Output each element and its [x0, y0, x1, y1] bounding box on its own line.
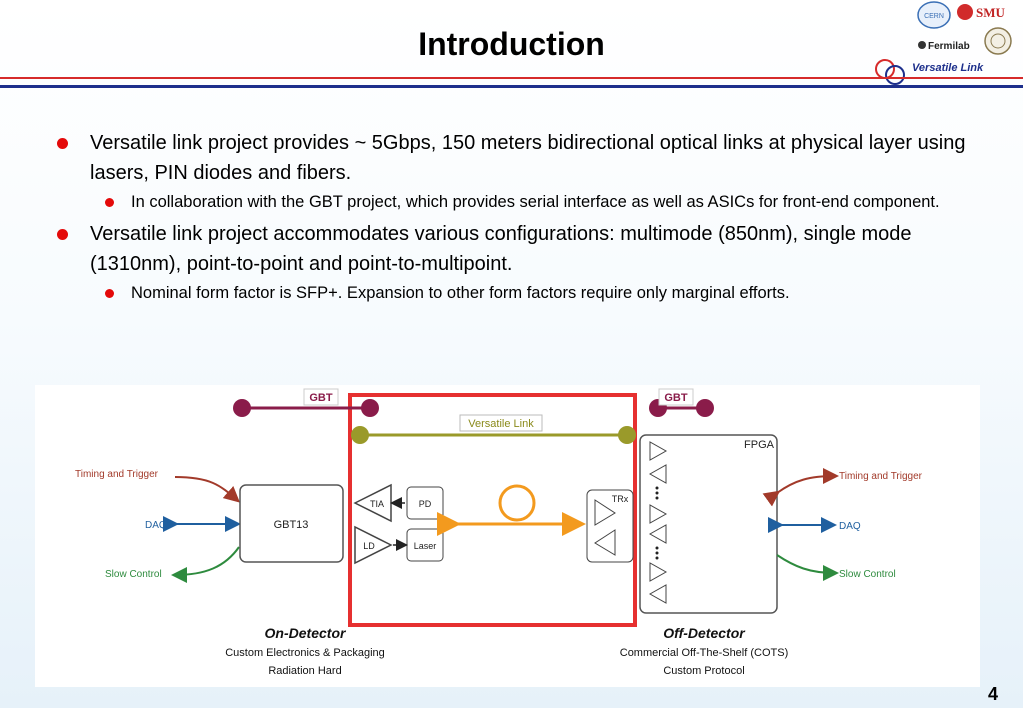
ld-driver-icon — [354, 525, 393, 565]
left-timing-label: Timing and Trigger — [75, 469, 159, 480]
university-seal-icon — [984, 27, 1012, 55]
off-detector-title: Off-Detector — [663, 625, 746, 641]
sub-bullet-text: Nominal form factor is SFP+. Expansion t… — [131, 284, 790, 302]
left-slow-label: Slow Control — [105, 569, 162, 580]
rings-logo-icon — [875, 59, 905, 85]
fpga-label: FPGA — [744, 439, 775, 451]
bullet-item: Versatile link project accommodates vari… — [55, 219, 985, 279]
fpga-transceiver-icons — [648, 441, 668, 604]
right-slow-arrow — [776, 554, 839, 581]
cern-logo-icon — [917, 1, 951, 29]
bullet-item: Versatile link project provides ~ 5Gbps,… — [55, 128, 985, 188]
off-detector-line2: Custom Protocol — [663, 665, 744, 677]
versatile-link-frame — [348, 393, 637, 627]
fermilab-icon — [918, 41, 926, 49]
versatile-link-diagram: GBT GBT Versatile Link Timing and Trigge… — [35, 385, 980, 687]
sub-bullet-item: Nominal form factor is SFP+. Expansion t… — [55, 281, 985, 306]
slide-title: Introduction — [418, 26, 605, 62]
fiber-spool-icon — [498, 484, 536, 522]
trx-label: TRx — [612, 494, 629, 504]
laser-label: Laser — [414, 541, 437, 551]
pd-box — [406, 486, 444, 520]
left-daq-label: DAQ — [145, 520, 167, 531]
versatile-link-label-box — [459, 414, 543, 432]
header-blue-line — [0, 85, 1023, 88]
right-daq-label: DAQ — [839, 521, 861, 532]
trx-tx-icon — [594, 499, 616, 526]
versatile-link-label: Versatile Link — [468, 418, 534, 430]
pd-label: PD — [419, 499, 432, 509]
gbt-left-label: GBT — [309, 392, 333, 404]
svg-text:Fermilab: Fermilab — [928, 41, 970, 52]
bullet-text: Versatile link project provides ~ 5Gbps,… — [90, 132, 966, 184]
fpga-box — [639, 434, 778, 614]
institution-logos: CERN SMU Fermilab — [917, 1, 1012, 55]
right-slow-label: Slow Control — [839, 569, 896, 580]
gbt-left-label-box — [303, 388, 339, 406]
svg-text:SMU: SMU — [976, 5, 1006, 20]
gbt-right-label-box — [658, 388, 694, 406]
left-timing-arrow — [174, 476, 240, 503]
tia-label: TIA — [370, 499, 384, 509]
on-detector-line2: Radiation Hard — [268, 665, 341, 677]
right-timing-label: Timing and Trigger — [839, 471, 923, 482]
header-red-line — [0, 77, 1023, 79]
gbt13-label: GBT13 — [274, 519, 309, 531]
gbt13-box — [239, 484, 344, 563]
page-number: 4 — [988, 684, 999, 704]
bullet-list: Versatile link project provides ~ 5Gbps,… — [55, 128, 985, 310]
sub-bullet-text: In collaboration with the GBT project, w… — [131, 193, 940, 211]
svg-text:CERN: CERN — [924, 13, 944, 20]
bullet-text: Versatile link project accommodates vari… — [90, 223, 912, 275]
right-timing-arrow — [762, 468, 839, 507]
ld-label: LD — [363, 541, 375, 551]
on-detector-line1: Custom Electronics & Packaging — [225, 647, 385, 659]
sub-bullet-item: In collaboration with the GBT project, w… — [55, 190, 985, 215]
trx-box — [586, 489, 634, 563]
smu-seal-icon — [957, 4, 973, 20]
versatile-link-tag: Versatile Link — [912, 62, 984, 74]
off-detector-line1: Commercial Off-The-Shelf (COTS) — [620, 647, 789, 659]
on-detector-title: On-Detector — [265, 625, 347, 641]
gbt-right-label: GBT — [664, 392, 688, 404]
left-slow-arrow — [171, 546, 240, 583]
trx-rx-icon — [594, 529, 616, 556]
fpga-dots — [655, 486, 659, 560]
